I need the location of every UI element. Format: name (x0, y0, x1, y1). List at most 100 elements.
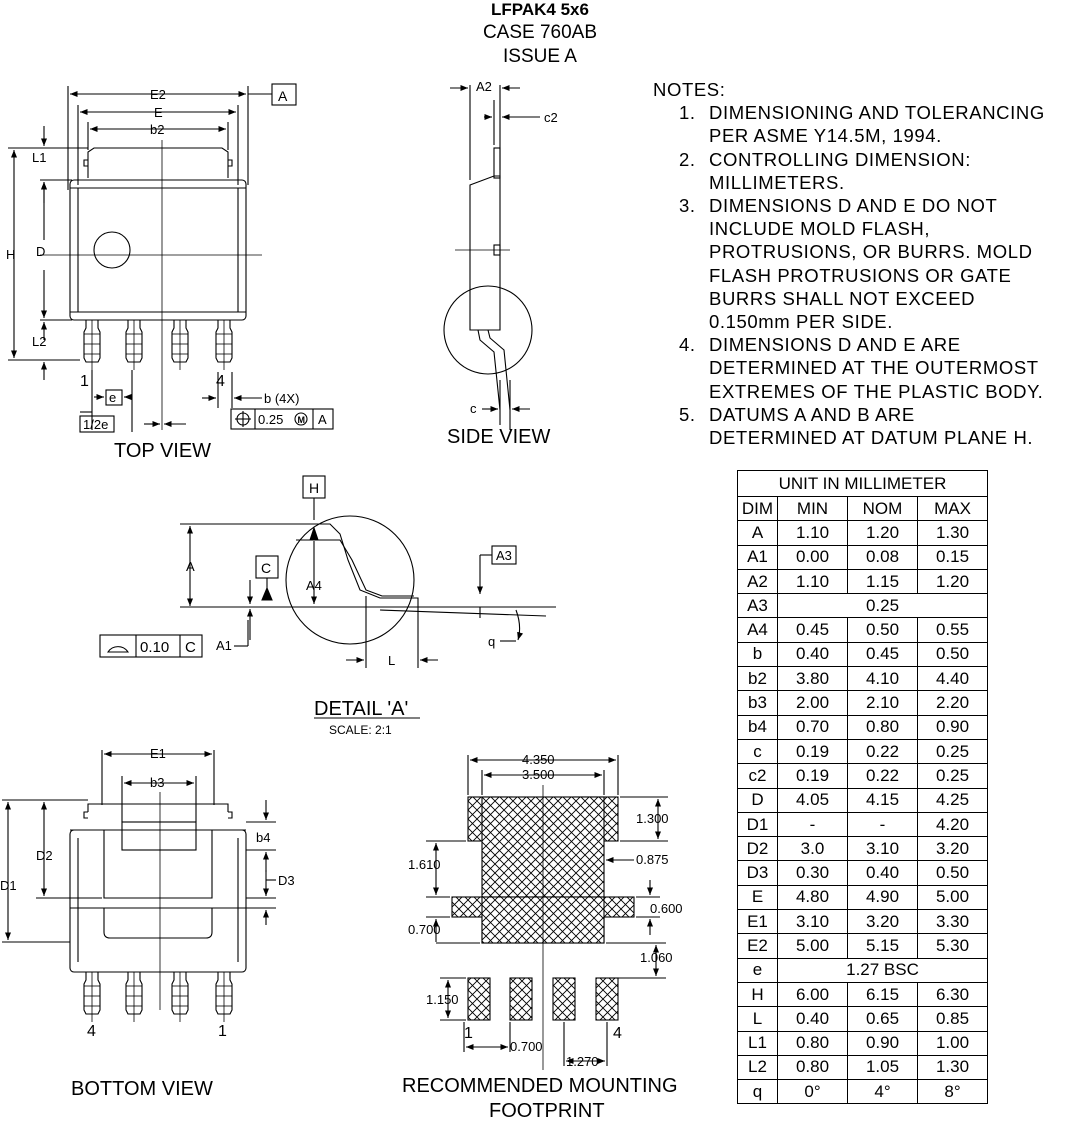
dim-value-cell: 1.00 (917, 1030, 988, 1056)
label-d: D (36, 244, 45, 259)
datum-c-label: C (261, 560, 271, 576)
fp-dim-1300: 1.300 (636, 811, 669, 826)
note-number: 3. (679, 195, 696, 217)
dim-value-cell: 0.25 (777, 593, 988, 619)
dim-value-cell: 0.22 (847, 738, 918, 765)
label-e2: E2 (150, 87, 166, 102)
label-c: c (470, 401, 477, 416)
note-number: 1. (679, 102, 696, 124)
dim-value-cell: - (847, 811, 918, 838)
dim-name-cell: A2 (737, 568, 778, 595)
fp-pin4-label: 4 (613, 1025, 622, 1042)
dim-name-cell: A (737, 520, 778, 546)
dim-name-cell: D2 (737, 836, 778, 862)
bottom-view-title: BOTTOM VIEW (71, 1078, 213, 1100)
dim-name-cell: E1 (737, 909, 778, 935)
dim-value-cell: - (777, 811, 848, 838)
dim-value-cell: 0.80 (777, 1030, 848, 1056)
dim-value-cell: 4.25 (917, 787, 988, 813)
note-line: DIMENSIONS D AND E ARE (709, 334, 961, 356)
note-line: BURRS SHALL NOT EXCEED (709, 287, 976, 309)
dim-value-cell: 1.05 (847, 1054, 918, 1081)
dim-name-cell: b3 (737, 690, 778, 716)
note-line: MILLIMETERS. (709, 171, 845, 193)
fp-dim-1150: 1.150 (426, 992, 459, 1007)
dim-value-cell: 4.10 (847, 666, 918, 692)
svg-text:M: M (298, 415, 306, 425)
note-line: CONTROLLING DIMENSION: (709, 148, 971, 170)
detail-a-drawing (99, 475, 556, 719)
fp-dim-0600: 0.600 (650, 901, 683, 916)
top-view-drawing (8, 83, 334, 433)
dim-name-cell: c2 (737, 763, 778, 789)
note-line: DATUMS A AND B ARE (709, 403, 915, 425)
note-number: 5. (679, 403, 696, 425)
dim-value-cell: 0.15 (917, 544, 988, 570)
note-number: 4. (679, 334, 696, 356)
note-line: DIMENSIONING AND TOLERANCING (709, 102, 1045, 124)
dim-value-cell: 3.0 (777, 836, 848, 862)
note-line: INCLUDE MOLD FLASH, (709, 218, 931, 240)
table-row: D1--4.20 (737, 811, 988, 838)
label-h: H (6, 247, 15, 262)
notes-title: NOTES: (653, 79, 726, 100)
footprint-title-1: RECOMMENDED MOUNTING (402, 1075, 678, 1097)
dim-value-cell: 0.30 (777, 860, 848, 886)
dim-value-cell: 3.80 (777, 666, 848, 692)
bottom-view-drawing (2, 750, 276, 1022)
detail-title: DETAIL 'A' (314, 698, 409, 720)
label-d2: D2 (36, 848, 53, 863)
fp-dim-1060: 1.060 (640, 950, 673, 965)
dim-value-cell: 1.10 (777, 520, 848, 546)
dim-value-cell: 2.10 (847, 690, 918, 716)
part-title: LFPAK4 5x6 (491, 0, 589, 19)
label-a1: A1 (216, 638, 232, 653)
dim-value-cell: 0.90 (917, 714, 988, 740)
dim-value-cell: 0.00 (777, 544, 848, 570)
dim-value-cell: 0.55 (917, 617, 988, 643)
fcf-tolerance: 0.25 (258, 412, 283, 427)
label-d1: D1 (0, 878, 17, 893)
note-line: DIMENSIONS D AND E DO NOT (709, 195, 998, 217)
label-e: E (154, 105, 163, 120)
dim-name-cell: A3 (737, 593, 778, 619)
note-line: 0.150mm PER SIDE. (709, 311, 893, 333)
dim-name-cell: b2 (737, 666, 778, 692)
note-item: 2.CONTROLLING DIMENSION:MILLIMETERS. (653, 148, 1080, 194)
dim-value-cell: 5.30 (917, 933, 988, 959)
dim-value-cell: 4° (847, 1079, 918, 1105)
label-l1: L1 (32, 150, 46, 165)
note-line: PER ASME Y14.5M, 1994. (709, 125, 942, 147)
side-view-title: SIDE VIEW (447, 426, 551, 448)
label-l2: L2 (32, 334, 46, 349)
fp-dim-0700b: 0.700 (510, 1039, 543, 1054)
dim-value-cell: 1.20 (917, 568, 988, 595)
pin4-label: 4 (216, 373, 225, 390)
label-pitch-e: e (109, 390, 116, 405)
label-a3: A3 (496, 548, 512, 563)
dim-value-cell: 0.08 (847, 544, 918, 570)
dim-value-cell: 0.45 (777, 617, 848, 643)
dim-name-cell: L1 (737, 1030, 778, 1056)
label-b4: b4 (256, 830, 270, 845)
label-a: A (186, 559, 195, 574)
dim-name-cell: L2 (737, 1054, 778, 1081)
dim-value-cell: 0.50 (917, 860, 988, 886)
dim-value-cell: 5.15 (847, 933, 918, 959)
dim-value-cell: 4.05 (777, 787, 848, 813)
flatness-value: 0.10 (140, 639, 169, 656)
bottom-pin4-label: 4 (87, 1023, 96, 1040)
label-theta: q (488, 634, 495, 649)
dim-value-cell: 0.90 (847, 1030, 918, 1056)
detail-scale: SCALE: 2:1 (329, 723, 392, 737)
dim-value-cell: 0.45 (847, 641, 918, 668)
label-c2: c2 (544, 110, 558, 125)
